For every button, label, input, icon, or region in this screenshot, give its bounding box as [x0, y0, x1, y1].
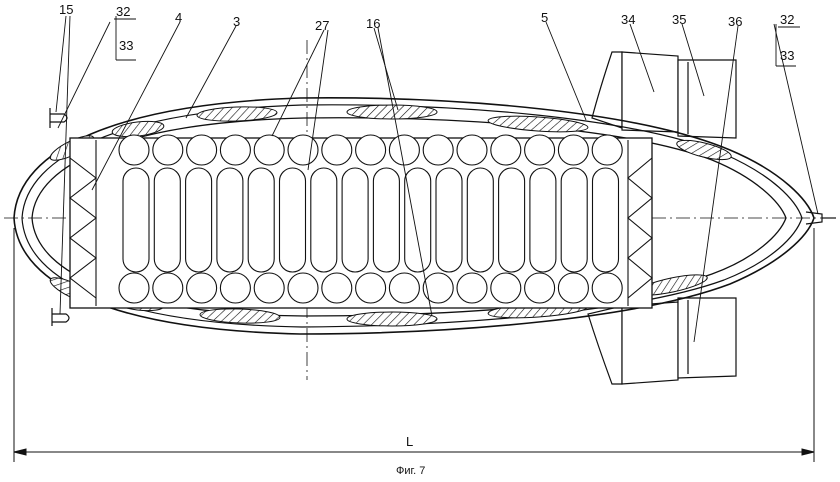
cargo-capsule [153, 167, 181, 273]
cargo-capsule [560, 167, 588, 273]
label-15: 15 [59, 2, 73, 17]
cargo-sphere-top [557, 134, 589, 166]
label-5: 5 [541, 10, 548, 25]
label-16: 16 [366, 16, 380, 31]
cargo-sphere-bottom [152, 272, 184, 304]
label-33: 33 [119, 38, 133, 53]
cargo-capsule [278, 167, 307, 273]
cargo-sphere-top [186, 134, 218, 166]
cargo-sphere-bottom [557, 272, 589, 304]
cargo-sphere-bottom [388, 272, 420, 304]
cargo-sphere-top [152, 134, 184, 166]
cargo-sphere-bottom [591, 272, 623, 304]
cargo-sphere-top [490, 134, 522, 166]
cargo-capsule [372, 167, 400, 273]
cargo-sphere-bottom [287, 272, 319, 304]
cargo-capsule [498, 167, 526, 273]
cargo-sphere-top [355, 134, 387, 166]
cargo-capsule [466, 167, 494, 273]
label-34: 34 [621, 12, 635, 27]
label-32: 32 [116, 4, 130, 19]
cargo-sphere-bottom [456, 272, 488, 304]
cargo-capsule [404, 167, 432, 273]
cargo-sphere-bottom [355, 272, 387, 304]
label-33-tail: 33 [780, 48, 794, 63]
figure-caption: Фиг. 7 [396, 465, 425, 477]
cargo-sphere-top [287, 134, 319, 166]
cargo-sphere-top [524, 134, 556, 166]
label-27: 27 [315, 18, 329, 33]
cargo-capsule [341, 167, 369, 273]
cargo-sphere-bottom [253, 272, 285, 304]
cargo-capsule [435, 167, 463, 273]
lower-fin [587, 297, 737, 385]
cargo-sphere-top [118, 134, 150, 166]
dimension-label: L [406, 434, 413, 449]
hull-wall [21, 104, 803, 328]
cargo-sphere-bottom [422, 272, 454, 304]
leader-lines [55, 15, 819, 343]
label-36: 36 [728, 14, 742, 29]
cargo-sphere-top [321, 134, 353, 166]
cargo-sphere-bottom [321, 272, 353, 304]
dimension-line [13, 228, 815, 462]
cargo-sphere-top [253, 134, 285, 166]
label-32-tail: 32 [780, 12, 794, 27]
cargo-sphere-top [219, 134, 251, 166]
hull-outer [13, 97, 815, 335]
cargo-sphere-top [388, 134, 420, 166]
label-4: 4 [175, 10, 182, 25]
cargo-capsule [591, 167, 620, 273]
cargo-sphere-top [422, 134, 454, 166]
cargo-sphere-bottom [186, 272, 218, 304]
label-35: 35 [672, 12, 686, 27]
nose-truss [69, 140, 97, 306]
tail-fitting [805, 211, 836, 225]
upper-fin [591, 51, 737, 139]
cargo-capsule [122, 167, 150, 273]
cargo-sphere-bottom [524, 272, 556, 304]
cargo-sphere-bottom [118, 272, 150, 304]
cargo-capsule [185, 167, 213, 273]
cargo-capsule [216, 167, 244, 273]
cargo-sphere-bottom [219, 272, 251, 304]
tail-truss [627, 140, 653, 306]
cargo-capsule [247, 167, 275, 273]
cargo-sphere-bottom [490, 272, 522, 304]
label-3: 3 [233, 14, 240, 29]
cargo-sphere-top [456, 134, 488, 166]
cargo-capsule [310, 167, 338, 273]
cargo-sphere-top [591, 134, 623, 166]
cargo-cells [118, 134, 623, 304]
cargo-capsule [529, 167, 557, 273]
